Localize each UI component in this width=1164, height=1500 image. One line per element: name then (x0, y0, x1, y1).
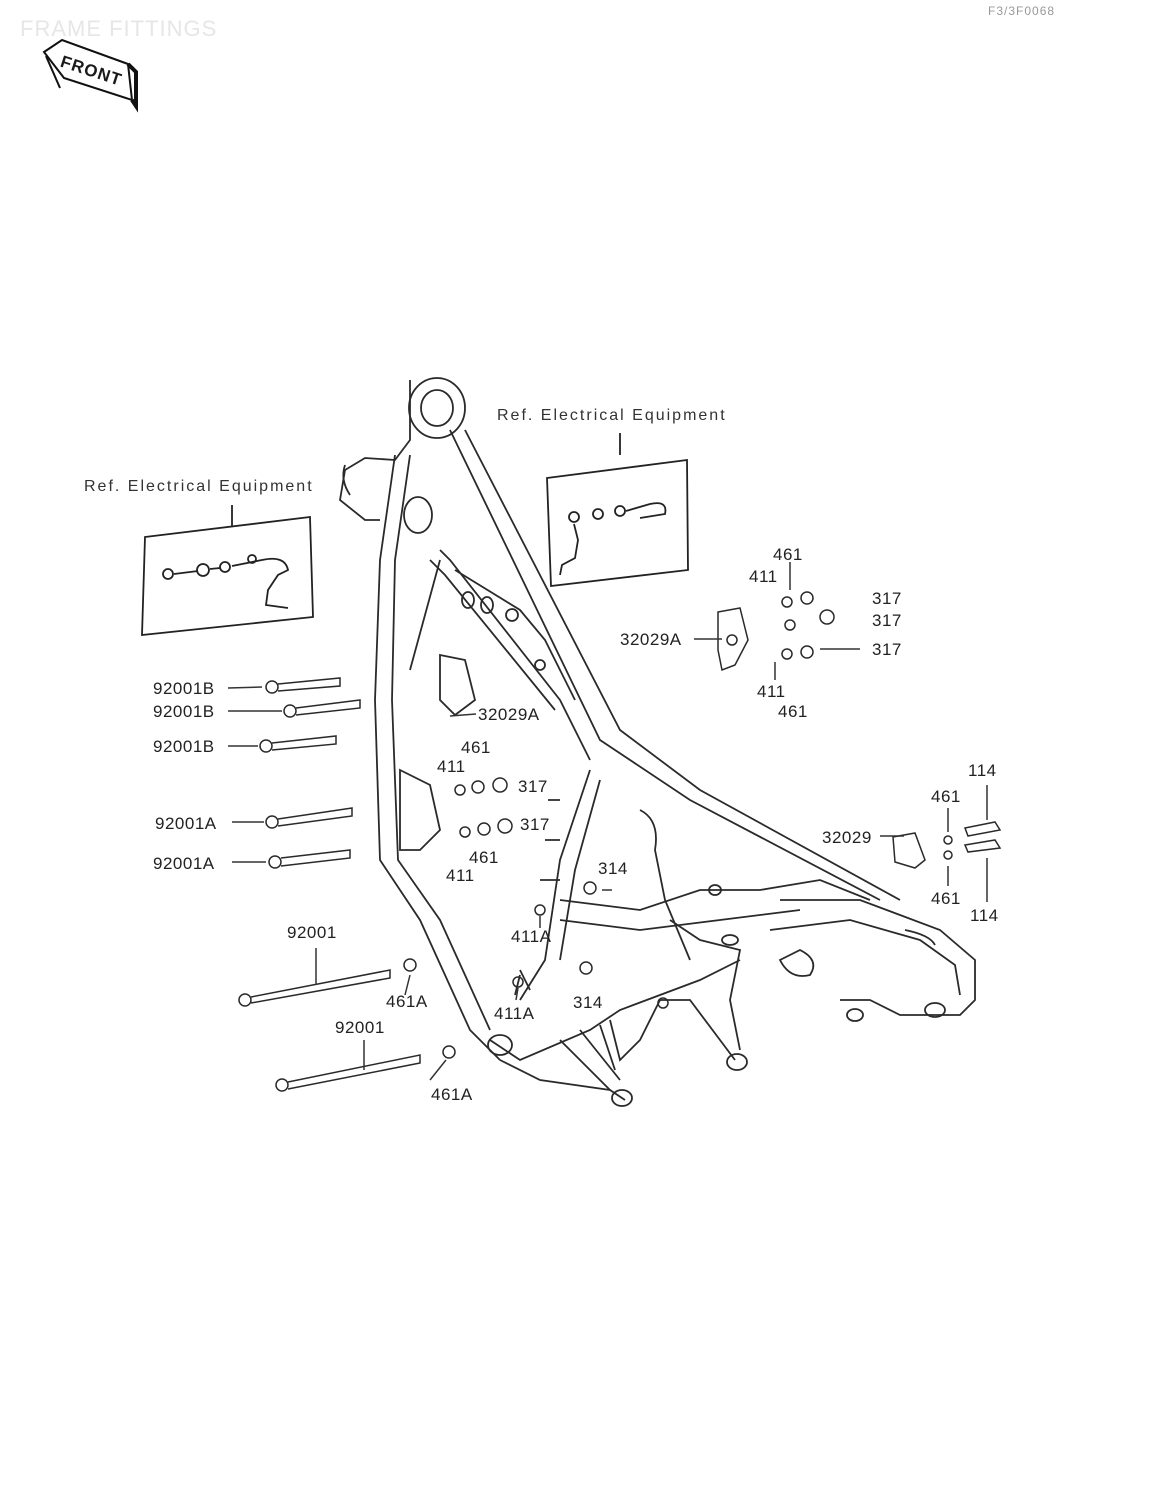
ref-label-left: Ref. Electrical Equipment (84, 478, 314, 495)
callout-314: 314 (573, 993, 603, 1012)
callout-461: 461 (773, 545, 803, 564)
callout-32029A: 32029A (478, 705, 540, 724)
callout-114: 114 (968, 761, 997, 780)
callout-411A: 411A (494, 1004, 535, 1023)
callout-32029: 32029 (822, 828, 872, 847)
front-arrow-icon (42, 38, 138, 113)
leader-lines (227, 562, 988, 1081)
callout-461: 461 (931, 787, 961, 806)
callout-461: 461 (461, 738, 491, 757)
callout-317: 317 (872, 589, 902, 608)
callout-411A: 411A (511, 927, 552, 946)
callout-411: 411 (749, 567, 778, 586)
callout-461A: 461A (386, 992, 428, 1011)
callout-461: 461 (778, 702, 808, 721)
callout-92001A: 92001A (155, 814, 217, 833)
callout-317: 317 (872, 640, 902, 659)
callout-461: 461 (469, 848, 499, 867)
callout-411: 411 (757, 682, 786, 701)
callout-92001: 92001 (287, 923, 337, 942)
callout-92001B: 92001B (153, 679, 215, 698)
diagram-code: F3/3F0068 (988, 4, 1056, 18)
callout-317: 317 (518, 777, 548, 796)
callout-114: 114 (970, 906, 999, 925)
callout-92001A: 92001A (153, 854, 215, 873)
callout-314: 314 (598, 859, 628, 878)
ref-box-left (141, 505, 314, 637)
callout-92001B: 92001B (153, 737, 215, 756)
ref-box-right (546, 433, 689, 588)
callout-92001B: 92001B (153, 702, 215, 721)
callout-317: 317 (872, 611, 902, 630)
callout-92001: 92001 (335, 1018, 385, 1037)
callout-461A: 461A (431, 1085, 473, 1104)
page-title: FRAME FITTINGS (20, 16, 218, 41)
callout-32029A: 32029A (620, 630, 682, 649)
callout-461: 461 (931, 889, 961, 908)
frame-outline (339, 377, 976, 1107)
callout-411: 411 (446, 866, 475, 885)
bolt-icons (238, 591, 1002, 1092)
callout-411: 411 (437, 757, 466, 776)
ref-label-right: Ref. Electrical Equipment (497, 407, 727, 424)
callout-317: 317 (520, 815, 550, 834)
